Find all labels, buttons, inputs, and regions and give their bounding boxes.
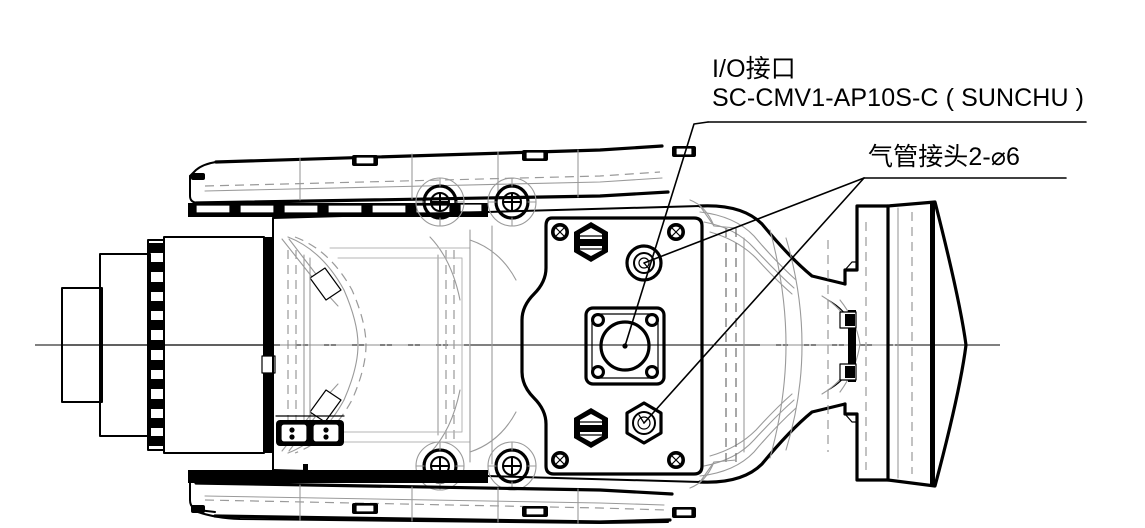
left-flange-stack — [61, 236, 276, 454]
plate-screw-br — [667, 451, 685, 469]
top-cover-tabs — [352, 146, 696, 166]
plate-screw-tr — [667, 223, 685, 241]
body-screw-bottom-right — [487, 441, 537, 491]
mid-body-panel-lines — [469, 225, 517, 465]
bottom-cover-panel — [188, 470, 696, 524]
bottom-cover-tabs — [352, 503, 696, 518]
body-screws-top — [415, 177, 537, 227]
body-screw-top-right — [487, 177, 537, 227]
plate-screw-tl — [551, 223, 569, 241]
base-mount-flange — [821, 200, 968, 488]
plate-screw-bl — [551, 451, 569, 469]
shoulder-internal-geometry — [689, 199, 900, 489]
pneumatic-leader-lower — [643, 177, 865, 424]
pneumatic-annotation-line1: 气管接头2-⌀6 — [868, 143, 1020, 171]
arm-body-outline — [272, 204, 847, 484]
connector-mounting-plate — [520, 216, 704, 476]
plate-corner-screws — [551, 223, 685, 469]
hex-plug-lower — [574, 408, 608, 448]
io-annotation-line1: I/O接口 — [712, 55, 796, 83]
io-annotation-line2: SC-CMV1-AP10S-C ( SUNCHU ) — [712, 84, 1085, 112]
pneumatic-fitting-upper — [625, 244, 663, 282]
io-connector-annotation: I/O接口 SC-CMV1-AP10S-C ( SUNCHU ) — [712, 55, 1084, 113]
io-connector-screws — [591, 313, 659, 379]
pneumatic-fitting-annotation: 气管接头2-⌀6 — [868, 143, 1020, 172]
leader-lines — [624, 121, 1087, 424]
square-io-connector — [584, 306, 666, 386]
io-leader-line — [624, 121, 709, 347]
pneumatic-leader-upper — [643, 177, 865, 264]
hex-plug-upper — [574, 222, 608, 262]
body-screw-top-left — [415, 177, 465, 227]
top-cover-panel — [189, 144, 696, 205]
pneumatic-fitting-lower — [625, 401, 663, 445]
